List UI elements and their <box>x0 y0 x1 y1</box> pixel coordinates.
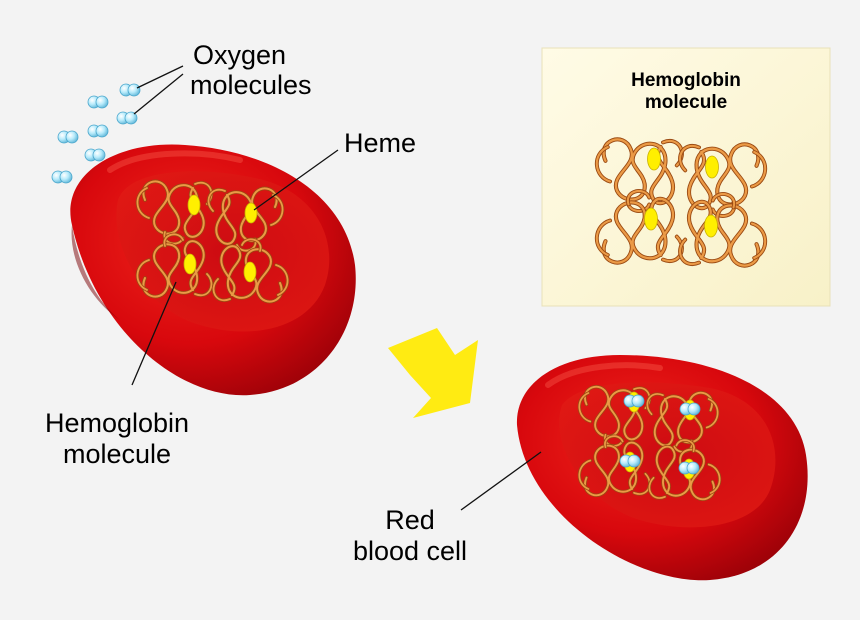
oxygen-label-line1: Oxygen <box>193 40 287 70</box>
rbc-leader-line <box>460 451 542 511</box>
oxygen-label: Oxygen molecules <box>190 40 312 100</box>
rbc-label-line2: blood cell <box>352 536 468 566</box>
oxygen-molecule <box>678 461 700 475</box>
heme-leader-line <box>253 149 339 211</box>
rbc-label-line1: Red <box>385 505 435 535</box>
hemoglobin-label: Hemoglobin molecule <box>22 408 212 470</box>
oxygen-molecule <box>87 124 109 138</box>
oxygen-molecule <box>619 454 641 468</box>
heme-label-text: Heme <box>344 128 417 158</box>
oxygen-molecule <box>57 130 79 144</box>
oxygen-leader-lines <box>133 65 184 115</box>
oxygen-molecule <box>84 148 106 162</box>
oxygen-molecule <box>679 402 701 416</box>
oxygen-label-line2: molecules <box>190 70 312 100</box>
transition-arrow <box>388 328 478 418</box>
hemoglobin-label-line1: Hemoglobin <box>44 408 190 438</box>
hemoglobin-leader-line <box>131 281 177 386</box>
oxygen-molecule <box>623 394 645 408</box>
inset-title-line1: Hemoglobin <box>631 70 741 91</box>
inset-title: Hemoglobin molecule <box>560 70 812 114</box>
inset-title-line2: molecule <box>644 92 728 113</box>
heme-groups-left <box>183 194 258 283</box>
hemoglobin-inset-panel <box>541 47 831 307</box>
red-blood-cell-left <box>70 144 356 396</box>
oxygen-molecule <box>87 95 109 109</box>
hemoglobin-label-line2: molecule <box>62 439 172 469</box>
heme-label: Heme <box>344 128 416 159</box>
rbc-label: Red blood cell <box>330 505 490 567</box>
heme-groups-inset <box>644 147 719 238</box>
oxygen-molecule <box>51 170 73 184</box>
oxygen-molecule <box>119 83 141 97</box>
red-blood-cell-right <box>516 355 808 581</box>
